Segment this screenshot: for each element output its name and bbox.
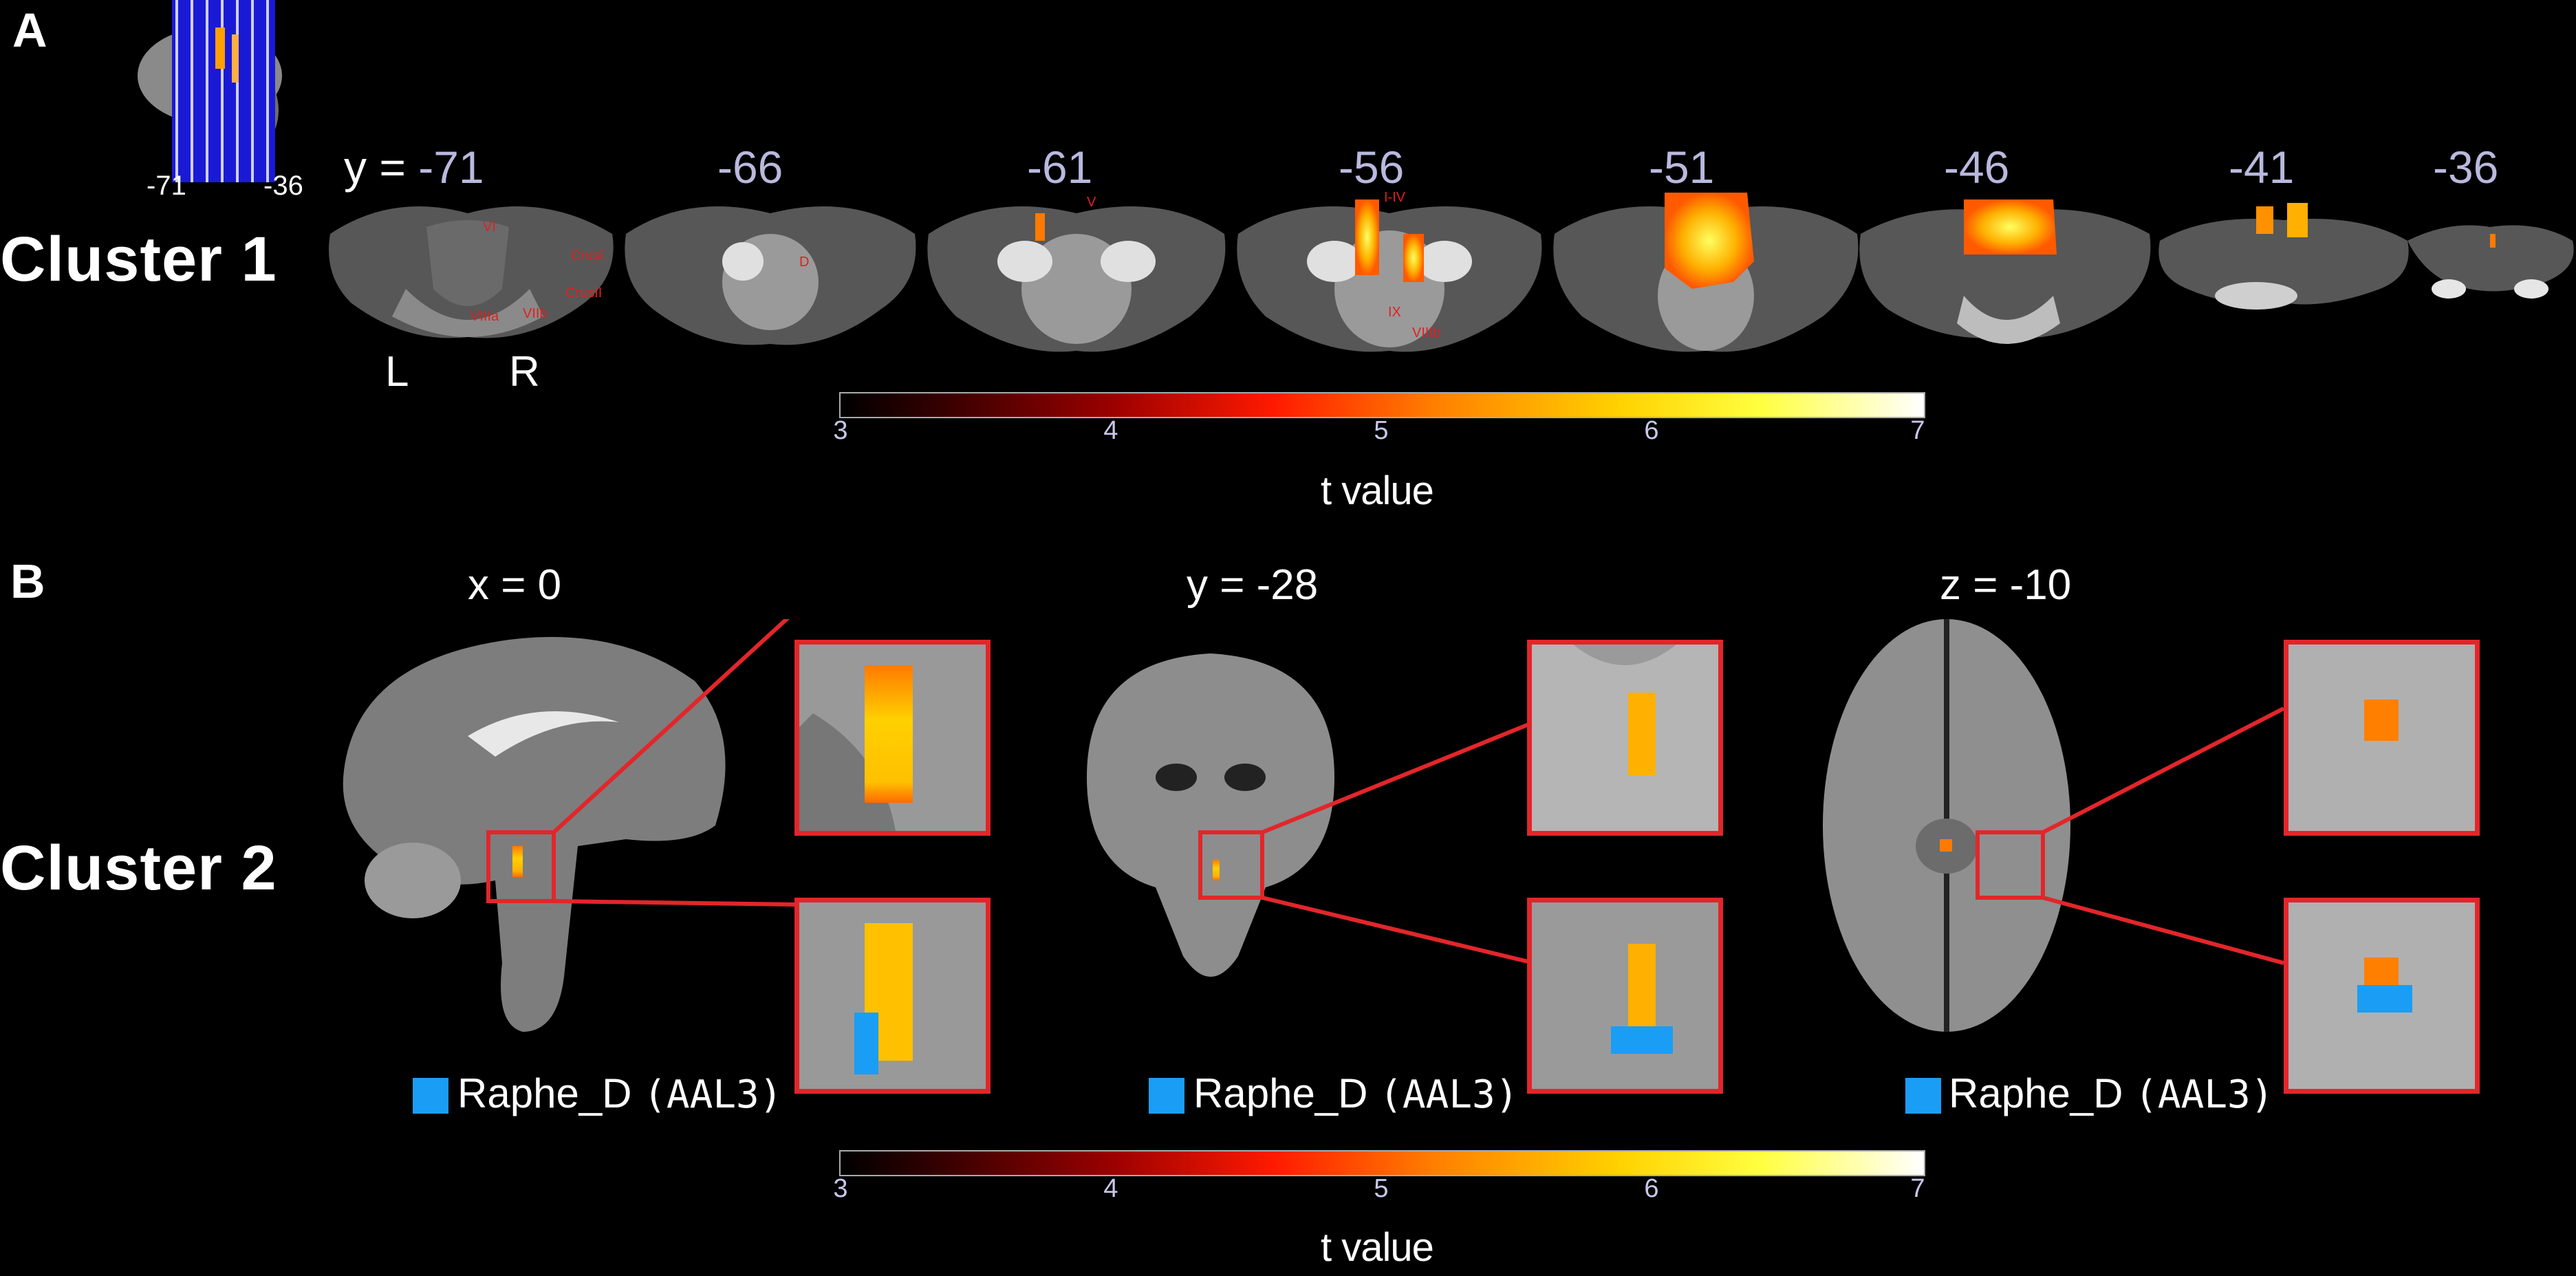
- zoom-inset-coronal-bottom: [1527, 898, 1723, 1094]
- panel-b-letter: B: [10, 554, 45, 608]
- zoom-inset-axial-bottom: [2284, 898, 2480, 1094]
- cluster-2-label: Cluster 2: [0, 833, 277, 903]
- colorbar-a: [839, 392, 1925, 418]
- raphe-legend-swatch: [1149, 1078, 1184, 1114]
- right-label: R: [509, 348, 540, 396]
- slice-coord-4: -56: [1339, 142, 1405, 193]
- colorbar-b-label: t value: [1321, 1225, 1434, 1270]
- colorbar-b-tick: 5: [1374, 1174, 1389, 1203]
- slice-7: [2158, 203, 2409, 310]
- cluster-1-label: Cluster 1: [0, 224, 277, 294]
- coronal-brain: [1087, 653, 1334, 977]
- colorbar-a-tick: 5: [1374, 416, 1389, 445]
- slice-coord-6: -46: [1944, 142, 2010, 193]
- region-label-viib: VIIb: [523, 306, 548, 321]
- slice-6: [1859, 199, 2151, 344]
- slice-coord-3: -61: [1027, 142, 1093, 193]
- raphe-legend-3: Raphe_D (AAL3): [1949, 1070, 2273, 1117]
- region-label-vi: VI: [483, 219, 496, 235]
- raphe-legend-2: Raphe_D (AAL3): [1193, 1070, 1518, 1117]
- coord-prefix: y =: [344, 142, 419, 193]
- legend-name: Raphe_D: [1949, 1070, 2135, 1116]
- slice-5: [1553, 193, 1859, 352]
- panel-a-letter: A: [12, 3, 47, 57]
- colorbar-a-tick: 4: [1103, 416, 1118, 445]
- zoom-inset-sagittal-top: [794, 640, 991, 836]
- view-coronal-coord: y = -28: [1187, 561, 1319, 609]
- slice-4: [1237, 199, 1542, 352]
- region-label-i-iv: I-IV: [1384, 190, 1406, 205]
- colorbar-b-tick: 4: [1103, 1174, 1118, 1203]
- axial-brain: [1823, 619, 2070, 1032]
- zoom-inset-axial-top: [2284, 640, 2480, 836]
- slice-1: [329, 206, 614, 338]
- region-label-d: D: [799, 255, 810, 270]
- zoom-inset-sagittal-bottom: [794, 898, 991, 1094]
- legend-atlas: (AAL3): [2134, 1072, 2274, 1117]
- view-sagittal-coord: x = 0: [468, 561, 562, 609]
- raphe-legend-swatch: [1905, 1078, 1941, 1114]
- left-label: L: [385, 348, 409, 396]
- colorbar-a-tick: 6: [1644, 416, 1659, 445]
- legend-name: Raphe_D: [1193, 1070, 1380, 1116]
- slice-locator-thumbnail: [134, 0, 313, 193]
- slice-coord-7: -41: [2229, 142, 2295, 193]
- region-label-viiia: VIIIa: [470, 309, 499, 324]
- colorbar-b-tick: 7: [1910, 1174, 1925, 1203]
- thumbnail-label-start: -71: [147, 171, 186, 201]
- view-axial-coord: z = -10: [1940, 561, 2072, 609]
- slice-coord-2: -66: [717, 142, 783, 193]
- region-label-ix: IX: [1388, 305, 1401, 320]
- thumbnail-label-end: -36: [263, 171, 303, 201]
- slice-coord-1: y = -71: [344, 141, 484, 193]
- raphe-legend-1: Raphe_D (AAL3): [457, 1070, 782, 1117]
- slice-2: [625, 206, 916, 345]
- slice-3: [927, 206, 1226, 352]
- slice-coord-8: -36: [2433, 142, 2499, 193]
- legend-name: Raphe_D: [457, 1070, 644, 1116]
- colorbar-b-tick: 6: [1644, 1174, 1659, 1203]
- zoom-inset-coronal-top: [1527, 640, 1723, 836]
- region-label-crusii: CrusII: [565, 285, 603, 301]
- region-label-viiib: VIIIb: [1412, 325, 1441, 340]
- colorbar-b: [839, 1150, 1925, 1176]
- region-label-v: V: [1087, 195, 1096, 210]
- raphe-legend-swatch: [413, 1078, 448, 1114]
- cluster-2-brain-views: [343, 619, 2285, 1032]
- colorbar-a-tick: 7: [1910, 416, 1925, 445]
- legend-atlas: (AAL3): [643, 1072, 783, 1117]
- slice-coord-5: -51: [1649, 142, 1715, 193]
- colorbar-a-tick: 3: [833, 416, 848, 445]
- cerebellum-slices: [329, 193, 2574, 352]
- colorbar-b-tick: 3: [833, 1174, 848, 1203]
- colorbar-a-label: t value: [1321, 468, 1434, 513]
- legend-atlas: (AAL3): [1379, 1072, 1519, 1117]
- region-label-crusi: CrusI: [571, 248, 604, 263]
- slice-8: [2407, 225, 2574, 299]
- slice-coord-value: -71: [418, 142, 484, 193]
